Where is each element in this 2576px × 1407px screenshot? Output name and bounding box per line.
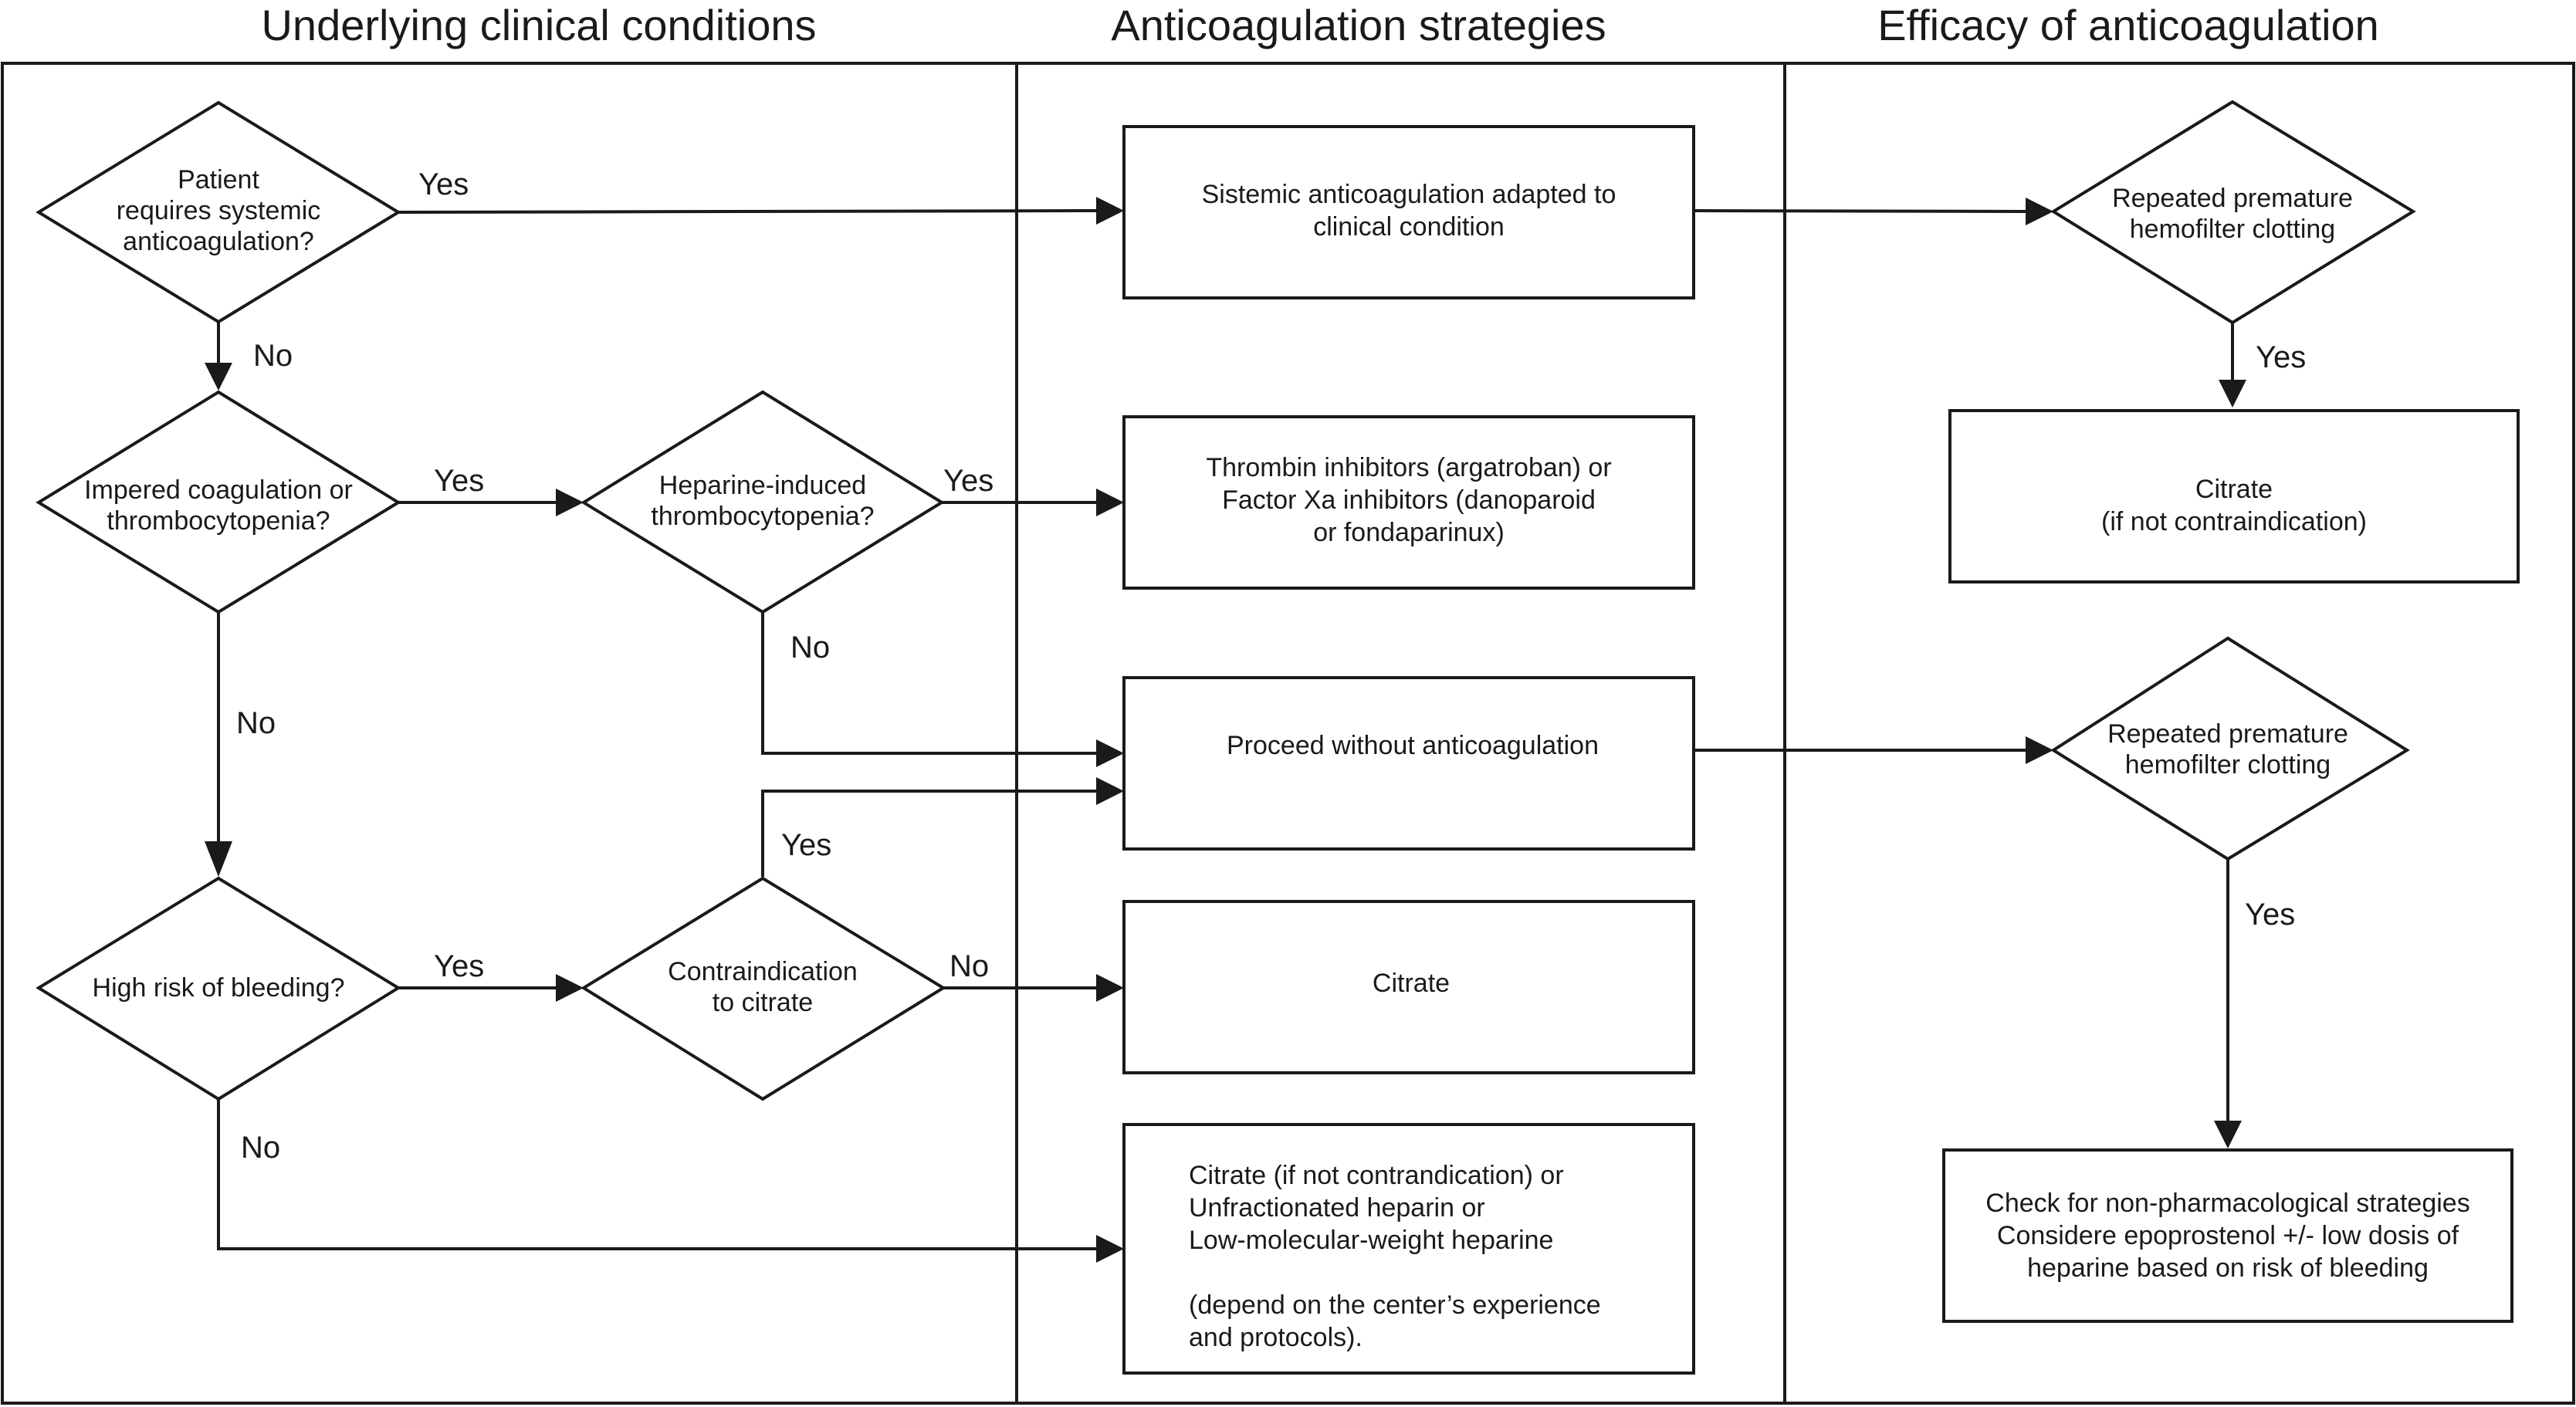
- edge-label-d6-yes: Yes: [2256, 340, 2306, 374]
- box-sistemic-anticoagulation: Sistemic anticoagulation adapted to clini…: [1122, 125, 1695, 299]
- text-line: Factor Xa inhibitors (danoparoid: [1222, 485, 1596, 515]
- edge-label-d3-yes: Yes: [943, 464, 994, 498]
- box-text: Proceed without anticoagulation: [1227, 731, 1599, 760]
- text-line: hemofilter clotting: [2130, 215, 2335, 244]
- text-line: (depend on the center’s experience: [1189, 1290, 1601, 1320]
- text-line: Check for non-pharmacological strategies: [1985, 1189, 2469, 1218]
- text-line: Heparine-induced: [659, 471, 866, 500]
- box-citrate: Citrate: [1122, 900, 1695, 1074]
- box-text: Thrombin inhibitors (argatroban) or Facto…: [1206, 453, 1611, 547]
- box-thrombin-inhibitors: Thrombin inhibitors (argatroban) or Facto…: [1122, 415, 1695, 590]
- box-citrate-or-heparin: Citrate (if not contrandication) or Unfra…: [1122, 1123, 1695, 1375]
- connectors: [205, 197, 2246, 1263]
- text-line: Considere epoprostenol +/- low dosis of: [1997, 1221, 2459, 1250]
- decision-high-risk-of-bleeding: High risk of bleeding?: [36, 876, 401, 1101]
- text-line: Sistemic anticoagulation adapted to: [1202, 180, 1616, 209]
- text-line: Unfractionated heparin or: [1189, 1193, 1485, 1223]
- text-line: Patient: [178, 165, 259, 194]
- text-line: Proceed without anticoagulation: [1227, 731, 1599, 760]
- text-line: hemofilter clotting: [2125, 750, 2331, 780]
- text-line: thrombocytopenia?: [651, 502, 874, 531]
- header-underlying-clinical-conditions: Underlying clinical conditions: [261, 1, 816, 49]
- header-efficacy-of-anticoagulation: Efficacy of anticoagulation: [1877, 1, 2379, 49]
- box-text: Citrate (if not contraindication): [2101, 475, 2367, 536]
- text-line: requires systemic: [117, 196, 321, 225]
- text-line: to citrate: [713, 988, 813, 1017]
- text-line: Repeated premature: [2107, 719, 2348, 749]
- edge-label-d1-yes: Yes: [418, 167, 469, 201]
- text-line: Contraindication: [668, 957, 858, 986]
- edge-label-d5-no: No: [949, 949, 989, 983]
- box-text: Sistemic anticoagulation adapted to clini…: [1202, 180, 1616, 242]
- decision-text: High risk of bleeding?: [93, 973, 345, 1003]
- header-anticoagulation-strategies: Anticoagulation strategies: [1111, 1, 1606, 49]
- box-proceed-without-anticoagulation: Proceed without anticoagulation: [1122, 676, 1695, 851]
- edge-label-d2-yes: Yes: [434, 464, 484, 498]
- box-text: Citrate: [1373, 969, 1450, 998]
- text-line: and protocols).: [1189, 1323, 1362, 1352]
- text-line: (if not contraindication): [2101, 507, 2367, 536]
- edge-label-d2-no: No: [236, 706, 276, 740]
- text-line: heparine based on risk of bleeding: [2027, 1253, 2429, 1283]
- text-line: High risk of bleeding?: [93, 973, 345, 1003]
- text-line: Low-molecular-weight heparine: [1189, 1226, 1553, 1255]
- box-citrate-if-not-contraindication: Citrate (if not contraindication): [1948, 409, 2520, 583]
- text-line: Citrate: [1373, 969, 1450, 998]
- text-line: Impered coagulation or: [84, 475, 353, 505]
- text-line: thrombocytopenia?: [107, 506, 330, 536]
- outer-frame: [1, 62, 2575, 1405]
- text-line: [1189, 1258, 1196, 1287]
- edge-label-d4-no: No: [241, 1131, 280, 1165]
- box-text: Check for non-pharmacological strategies…: [1985, 1189, 2469, 1283]
- text-line: Citrate: [2195, 475, 2273, 504]
- text-line: or fondaparinux): [1313, 518, 1505, 547]
- text-line: Citrate (if not contrandication) or: [1189, 1161, 1564, 1190]
- edge-label-d7-yes: Yes: [2245, 898, 2295, 932]
- text-line: anticoagulation?: [123, 227, 314, 256]
- text-line: clinical condition: [1313, 212, 1505, 242]
- box-non-pharmacological-strategies: Check for non-pharmacological strategies…: [1942, 1148, 2513, 1323]
- text-line: Thrombin inhibitors (argatroban) or: [1206, 453, 1611, 482]
- edge-label-d3-no: No: [790, 631, 830, 665]
- edge-label-d5-yes: Yes: [781, 828, 831, 862]
- box-text: Citrate (if not contrandication) or Unfra…: [1189, 1161, 1601, 1352]
- edge-label-d4-yes: Yes: [434, 949, 484, 983]
- edge-label-d1-no: No: [253, 339, 293, 373]
- text-line: Repeated premature: [2112, 184, 2353, 213]
